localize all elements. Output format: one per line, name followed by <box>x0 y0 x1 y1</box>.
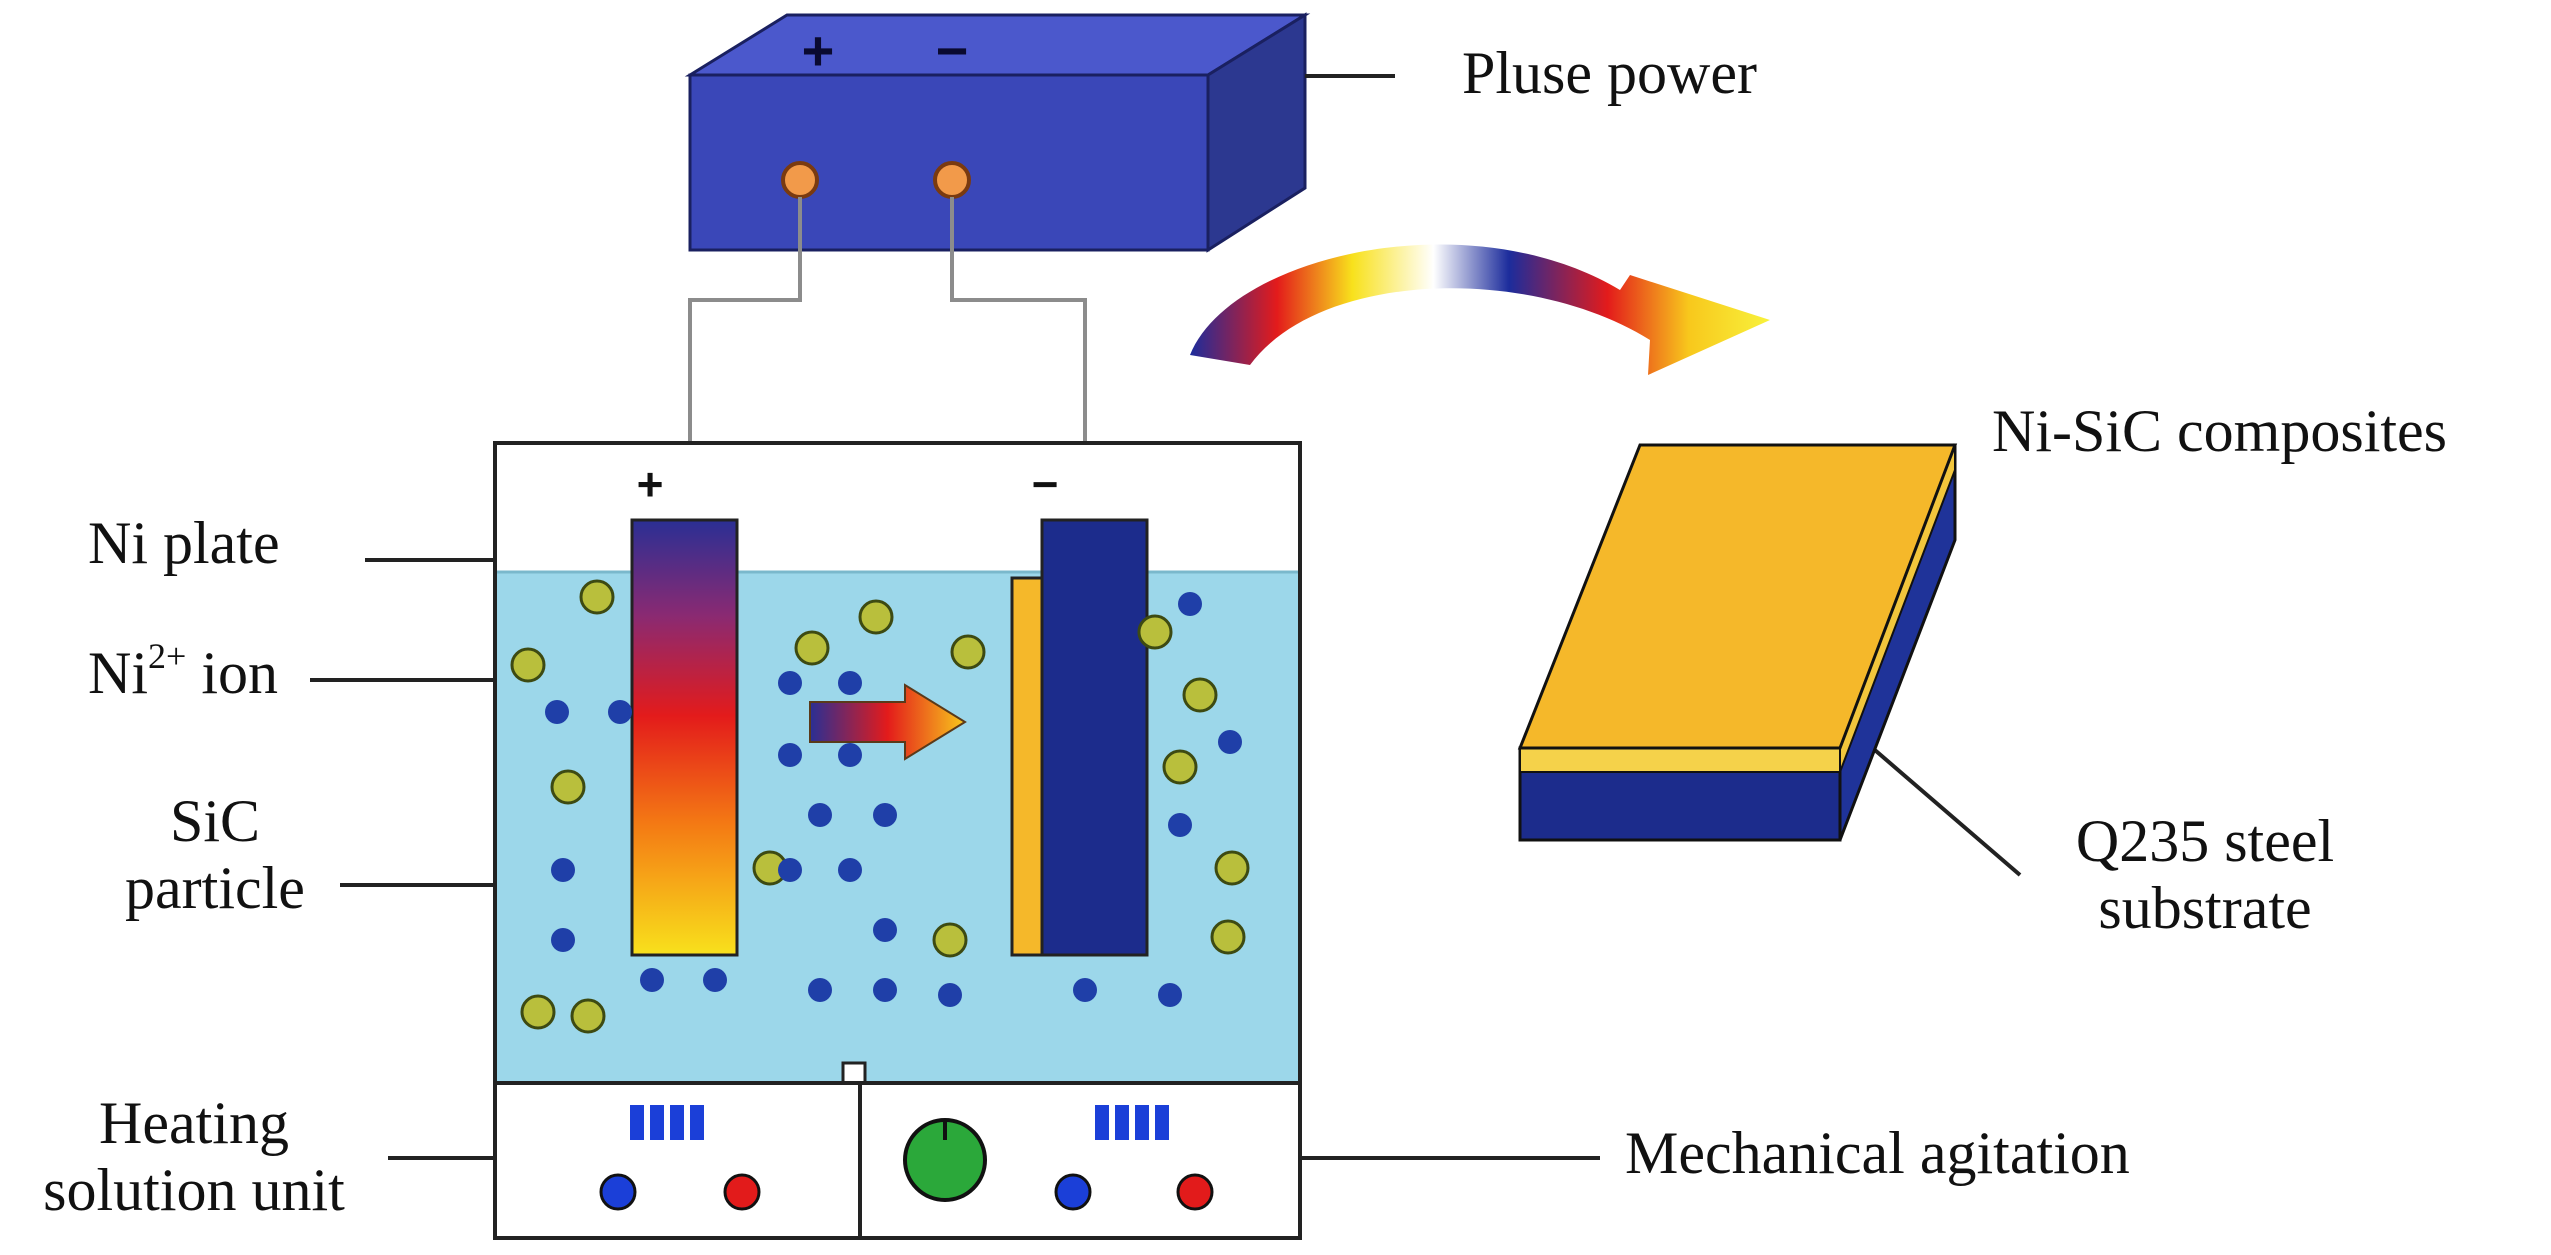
sic-particle <box>1178 592 1202 616</box>
sic-particle <box>640 968 664 992</box>
ni-ion <box>1210 919 1246 955</box>
heating-unit-line2: solution unit <box>43 1157 345 1224</box>
mechanical-agitation-label: Mechanical agitation <box>1625 1120 2130 1186</box>
sic-particle <box>938 983 962 1007</box>
ni-sic-composites-label: Ni-SiC composites <box>1992 398 2448 464</box>
ni-ion <box>570 998 606 1034</box>
sic-particle <box>838 671 862 695</box>
agitation-knob <box>903 1118 987 1202</box>
q235-substrate-line1: Q235 steel <box>2075 808 2335 874</box>
power-box-top <box>684 13 1311 77</box>
sic-particle <box>873 978 897 1002</box>
ni-ion <box>1162 749 1198 785</box>
sic-particle <box>778 671 802 695</box>
ni-ion <box>1214 850 1250 886</box>
ni-ion <box>1137 614 1173 650</box>
sic-particle <box>778 743 802 767</box>
ni-plate-label: Ni plate <box>88 510 280 576</box>
sic-particle <box>873 918 897 942</box>
heating-indicator-red <box>723 1173 761 1211</box>
electrodes <box>630 518 1149 957</box>
sic-particles <box>545 592 1242 1007</box>
ni-ion <box>510 647 546 683</box>
right-arrow-icon <box>809 683 967 761</box>
ni-ion-label-rest: ion <box>186 640 278 706</box>
wires <box>688 197 1087 525</box>
pulse-power-label: Pluse power <box>1462 40 1757 106</box>
ni-ion <box>932 922 968 958</box>
ni-ion-label: Ni2+ ion <box>88 638 278 707</box>
power-terminal-negative <box>933 161 971 199</box>
ni-ion <box>1182 677 1218 713</box>
heating-display <box>630 1105 704 1140</box>
sic-particle-label: SiC particle <box>90 788 340 922</box>
power-terminal-positive <box>781 161 819 199</box>
sic-particle <box>838 743 862 767</box>
sic-particle <box>1168 813 1192 837</box>
sic-particle-line1: SiC <box>169 788 261 854</box>
sic-particle <box>551 858 575 882</box>
wire-negative <box>950 197 1087 525</box>
ni-ion-label-base: Ni <box>88 640 148 706</box>
sic-particle <box>1158 983 1182 1007</box>
ni-ion-charge: 2+ <box>148 636 187 676</box>
coating-front <box>1519 747 1841 773</box>
sic-particle-line2: particle <box>125 855 305 922</box>
ni-ion <box>520 994 556 1030</box>
ni-ion <box>794 630 830 666</box>
power-plus-sign: + <box>802 19 835 82</box>
ni-ion <box>858 599 894 635</box>
pulse-power-supply: + − <box>684 12 1311 253</box>
steel-cathode <box>1040 518 1149 957</box>
tank-drain <box>841 1061 867 1085</box>
agitation-indicator-red <box>1176 1173 1214 1211</box>
ni-ion <box>579 579 615 615</box>
curved-arrow-icon <box>1190 244 1770 375</box>
ni-ion-particles <box>510 579 1250 1034</box>
sic-particle <box>1218 730 1242 754</box>
sic-particle <box>808 803 832 827</box>
ni-ion <box>550 769 586 805</box>
ni-plate-anode <box>630 518 739 957</box>
sic-particle <box>545 700 569 724</box>
heating-unit-line1: Heating <box>99 1090 289 1156</box>
deposited-coating <box>1010 576 1044 957</box>
sic-particle <box>808 978 832 1002</box>
q235-substrate-line2: substrate <box>2098 875 2312 942</box>
power-minus-sign: − <box>936 19 969 82</box>
sic-particle <box>873 803 897 827</box>
coating-top <box>1517 443 1958 750</box>
sic-particle <box>608 700 632 724</box>
tank-minus-sign: − <box>1032 458 1059 510</box>
agitation-display <box>1095 1105 1169 1140</box>
coated-sample <box>1517 443 1958 842</box>
wire-positive <box>688 197 802 525</box>
sic-particle <box>1073 978 1097 1002</box>
tank-plus-sign: + <box>637 458 664 510</box>
ni-ion <box>950 634 986 670</box>
sic-particle <box>703 968 727 992</box>
sic-particle <box>838 858 862 882</box>
heating-unit-label: Heating solution unit <box>0 1090 388 1224</box>
agitation-indicator-blue <box>1054 1173 1092 1211</box>
sic-particle <box>551 928 575 952</box>
heating-indicator-blue <box>599 1173 637 1211</box>
sic-particle <box>778 858 802 882</box>
q235-substrate-label: Q235 steel substrate <box>2040 808 2370 942</box>
base-unit-outline <box>493 1081 1302 1240</box>
base-unit <box>493 1081 1302 1240</box>
